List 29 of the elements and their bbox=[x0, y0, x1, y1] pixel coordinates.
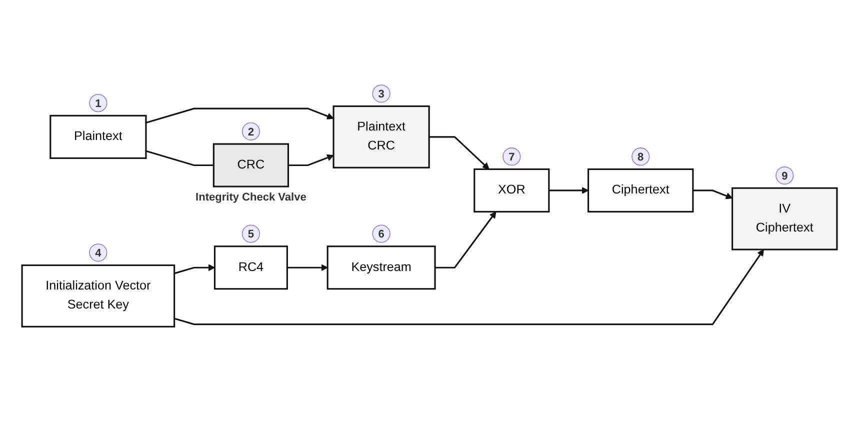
arrow bbox=[692, 190, 733, 200]
node-box: Ciphertext bbox=[588, 168, 694, 212]
callout-number: 9 bbox=[776, 166, 794, 185]
node-box: Initialization Vector Secret Key bbox=[21, 264, 176, 328]
arrow bbox=[288, 154, 334, 166]
node-caption: Integrity Check Valve bbox=[196, 192, 306, 204]
arrow bbox=[174, 249, 764, 326]
arrow bbox=[287, 264, 328, 272]
arrow bbox=[146, 108, 334, 124]
node-box: IV Ciphertext bbox=[732, 187, 838, 250]
arrow bbox=[174, 264, 216, 274]
arrow bbox=[435, 211, 496, 268]
node-box: Keystream bbox=[326, 246, 436, 290]
callout-number: 1 bbox=[89, 94, 108, 112]
callout-number: 2 bbox=[242, 122, 260, 140]
arrow bbox=[429, 136, 490, 170]
callout-number: 8 bbox=[632, 148, 650, 166]
callout-number: 5 bbox=[242, 224, 260, 243]
node-box: Plaintext bbox=[50, 114, 147, 159]
callout-number: 3 bbox=[372, 84, 390, 103]
callout-number: 6 bbox=[372, 224, 390, 243]
node-box: Plaintext CRC bbox=[332, 105, 430, 168]
node-box: RC4 bbox=[214, 246, 288, 290]
node-box: XOR bbox=[474, 168, 550, 212]
callout-number: 7 bbox=[502, 148, 521, 166]
callout-number: 4 bbox=[89, 244, 108, 262]
connector bbox=[146, 150, 214, 166]
arrow bbox=[548, 187, 589, 194]
node-box: CRC bbox=[212, 143, 289, 188]
